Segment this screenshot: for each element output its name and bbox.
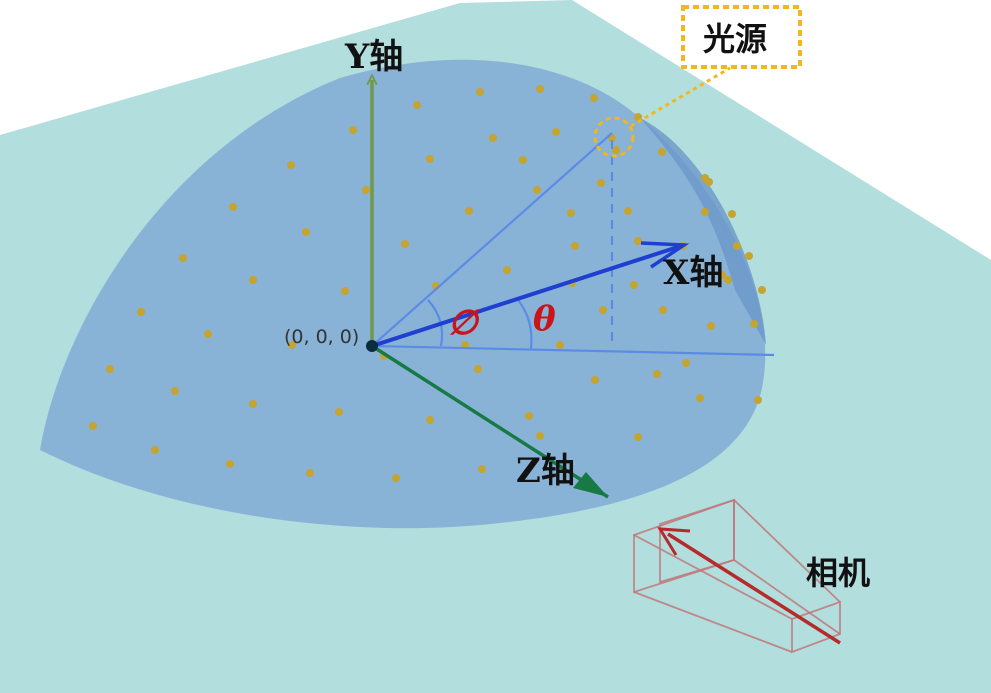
light-dot	[612, 146, 620, 154]
light-dot	[630, 281, 638, 289]
light-dot	[362, 186, 370, 194]
x-axis-arrow	[371, 241, 690, 348]
light-dot	[226, 460, 234, 468]
light-dot	[567, 209, 575, 217]
light-dot	[745, 252, 753, 260]
horizontal-projection-line	[371, 344, 775, 357]
light-source-label: 光源	[703, 20, 767, 58]
light-source-leader	[630, 66, 731, 128]
light-source-highlight	[593, 116, 635, 158]
light-dot	[659, 306, 667, 314]
light-dot	[754, 396, 762, 404]
light-dot	[624, 207, 632, 215]
light-dot	[474, 365, 482, 373]
light-dot	[478, 465, 486, 473]
light-dot	[571, 242, 579, 250]
light-dot	[335, 408, 343, 416]
light-dot	[634, 433, 642, 441]
camera-direction-arrow	[657, 527, 841, 645]
origin-label: (0, 0, 0)	[284, 326, 359, 348]
dome-inner-rim	[640, 118, 766, 345]
light-dot	[426, 416, 434, 424]
camera-frustum	[633, 498, 841, 654]
light-dot	[552, 128, 560, 136]
light-direction-line	[371, 132, 613, 347]
light-dot	[718, 271, 726, 279]
light-dot	[701, 208, 709, 216]
light-dot	[306, 469, 314, 477]
light-dot	[556, 341, 564, 349]
light-dot	[597, 179, 605, 187]
light-dot	[634, 237, 642, 245]
light-dot	[750, 320, 758, 328]
light-dot	[349, 126, 357, 134]
theta-arc	[517, 299, 533, 350]
light-dot	[151, 446, 159, 454]
light-dot	[392, 474, 400, 482]
theta-label: θ	[533, 299, 556, 339]
light-dot	[519, 156, 527, 164]
light-dot	[465, 207, 473, 215]
light-dot	[249, 400, 257, 408]
light-dot	[287, 161, 295, 169]
light-dot	[536, 432, 544, 440]
light-dot	[302, 228, 310, 236]
light-source-callout-box	[681, 5, 802, 69]
light-dot	[658, 148, 666, 156]
light-dot	[758, 286, 766, 294]
light-dot	[249, 276, 257, 284]
light-dot	[724, 276, 732, 284]
z-axis-label: Z轴	[516, 451, 575, 491]
y-axis-label: Y轴	[344, 37, 403, 77]
z-axis-arrow	[371, 344, 609, 499]
light-dot	[171, 387, 179, 395]
light-dot	[179, 254, 187, 262]
light-dot	[525, 412, 533, 420]
light-dot	[705, 178, 713, 186]
light-dome	[40, 59, 766, 529]
light-dot	[733, 242, 741, 250]
x-axis-label: X轴	[663, 253, 723, 293]
light-dot	[288, 341, 296, 349]
light-dot	[106, 365, 114, 373]
light-dot	[341, 287, 349, 295]
light-dot	[89, 422, 97, 430]
light-dot	[476, 88, 484, 96]
construction-lines	[371, 132, 775, 357]
light-dot	[229, 203, 237, 211]
light-dot	[401, 240, 409, 248]
light-dot	[590, 94, 598, 102]
camera-label: 相机	[806, 554, 870, 592]
light-dot	[413, 101, 421, 109]
phi-label: ∅	[448, 303, 481, 343]
light-dot	[591, 376, 599, 384]
light-dot	[204, 330, 212, 338]
light-dot	[137, 308, 145, 316]
light-dot	[653, 370, 661, 378]
light-dot	[728, 210, 736, 218]
origin-point	[366, 340, 378, 352]
light-dot	[503, 266, 511, 274]
light-dot	[682, 359, 690, 367]
light-dot	[489, 134, 497, 142]
light-dot	[707, 322, 715, 330]
light-dot	[599, 306, 607, 314]
light-dot	[426, 155, 434, 163]
light-dot	[536, 85, 544, 93]
light-dot	[533, 186, 541, 194]
phi-arc	[427, 299, 444, 347]
light-dot	[696, 394, 704, 402]
